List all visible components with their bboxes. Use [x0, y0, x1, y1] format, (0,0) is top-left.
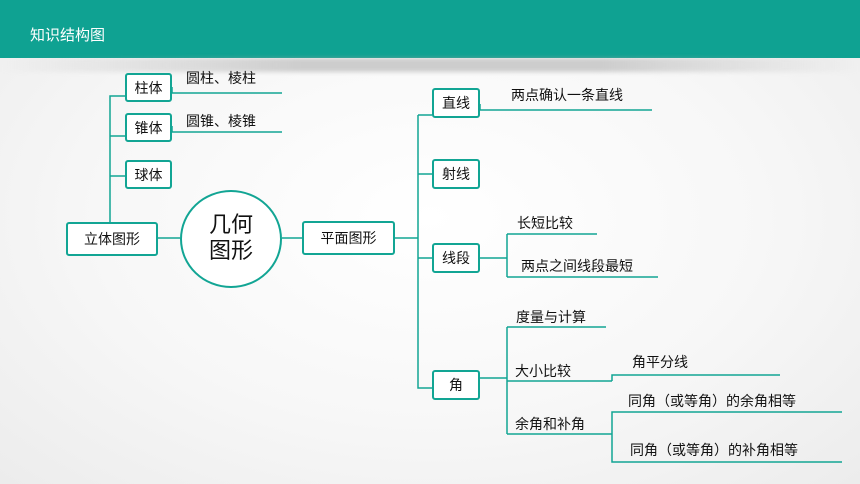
line-note-underline	[479, 104, 652, 111]
solid-note-underlines	[171, 87, 282, 133]
plane-branch-lines	[395, 114, 432, 389]
header-divider	[0, 58, 860, 72]
center-node-geometry: 几何 图形	[180, 190, 282, 288]
note-shortest-segment: 两点之间线段最短	[521, 259, 633, 275]
solid-branch-lines	[109, 95, 125, 222]
center-node-line2: 图形	[208, 239, 253, 264]
note-angle-bisector: 角平分线	[632, 355, 688, 371]
note-cone-pyramid: 圆锥、棱锥	[186, 114, 256, 130]
note-prism-cylinder: 圆柱、棱柱	[186, 71, 256, 87]
note-measure-calc: 度量与计算	[516, 310, 586, 326]
node-ray: 射线	[432, 159, 480, 189]
note-comp-supp: 余角和补角	[515, 417, 585, 433]
node-solid-figures: 立体图形	[66, 222, 158, 256]
node-segment: 线段	[432, 243, 480, 273]
note-complement-rule: 同角（或等角）的余角相等	[628, 394, 796, 410]
note-length-compare: 长短比较	[517, 216, 573, 232]
node-cone-pyramid: 锥体	[125, 113, 172, 142]
note-size-compare: 大小比较	[515, 364, 571, 380]
node-plane-figures: 平面图形	[302, 221, 395, 255]
header-bar: 知识结构图	[0, 0, 860, 58]
note-supplement-rule: 同角（或等角）的补角相等	[630, 443, 798, 459]
bisector-underline	[611, 374, 780, 381]
node-line: 直线	[432, 88, 480, 118]
node-angle: 角	[432, 370, 480, 400]
comp-supp-note-lines	[611, 411, 842, 463]
segment-note-lines	[480, 233, 658, 278]
node-sphere: 球体	[125, 160, 172, 189]
center-node-line1: 几何	[208, 213, 253, 238]
note-two-points-line: 两点确认一条直线	[511, 88, 623, 104]
page-title: 知识结构图	[30, 26, 106, 44]
node-prism-cylinder: 柱体	[125, 73, 172, 102]
angle-note-lines	[480, 326, 612, 435]
